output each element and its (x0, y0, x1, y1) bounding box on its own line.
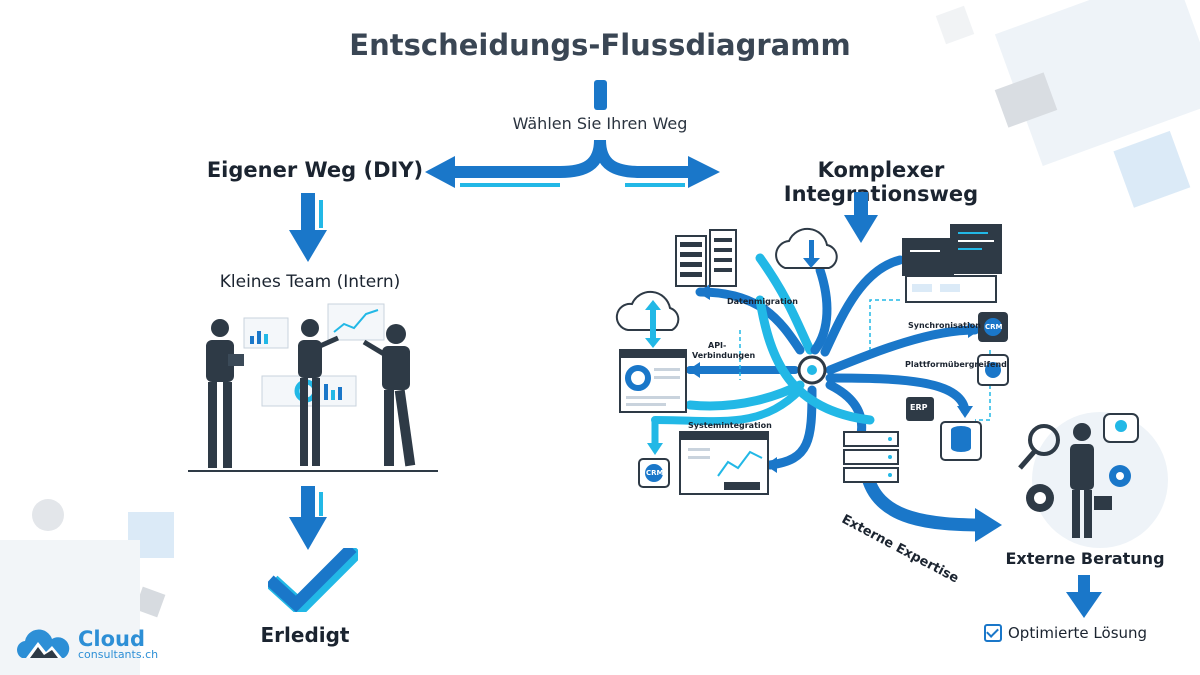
label-api-2: Verbindungen (692, 351, 756, 360)
label-crm-top: CRM (985, 323, 1003, 331)
code-window-icon (902, 224, 1002, 303)
lightbulb-icon (1103, 413, 1139, 443)
analytics-panel-icon (679, 431, 769, 495)
server-stack-icon (843, 431, 899, 483)
logo-domain: consultants.ch (78, 648, 159, 661)
subtitle: Wählen Sie Ihren Weg (512, 114, 688, 133)
checkmark-icon (268, 548, 358, 612)
server-rack-icon (675, 229, 737, 287)
diy-result: Erledigt (260, 623, 350, 647)
cloud-download-icon (775, 227, 838, 269)
optimized-result-label: Optimierte Lösung (1008, 624, 1148, 642)
crm-icon (638, 312, 1008, 488)
cloud-mountain-logo-icon (17, 629, 70, 658)
integration-heading: Komplexer Integrationsweg (783, 158, 979, 206)
label-crm-bottom: CRM (646, 469, 664, 477)
cloud-sync-icon (615, 290, 680, 348)
platform-icon (977, 354, 1009, 386)
erp-icon (906, 397, 934, 421)
team-label: Kleines Team (Intern) (219, 272, 401, 292)
magnifier-icon (1018, 424, 1060, 470)
database-icon (940, 421, 982, 461)
page-title: Entscheidungs-Flussdiagramm (349, 28, 851, 62)
label-cross-platform: Plattformübergreifend (905, 360, 1007, 369)
check-box-icon (984, 624, 1002, 642)
diy-heading: Eigener Weg (DIY) (206, 158, 424, 182)
label-erp: ERP (910, 403, 928, 412)
label-api-1: API- (708, 341, 727, 350)
label-sync: Synchronisation (908, 321, 981, 330)
dashboard-icon (619, 349, 687, 413)
brand-logo: Cloud consultants.ch (12, 628, 158, 662)
label-data-migration: Datenmigration (727, 297, 798, 306)
optimized-result: Optimierte Lösung (984, 624, 1147, 642)
consultant-illustration (1018, 412, 1168, 548)
team-illustration (188, 303, 438, 472)
label-system-integration: Systemintegration (688, 421, 772, 430)
consulting-label: Externe Beratung (1005, 549, 1165, 568)
gear-icon (1026, 465, 1131, 512)
logo-name: Cloud (78, 627, 146, 651)
